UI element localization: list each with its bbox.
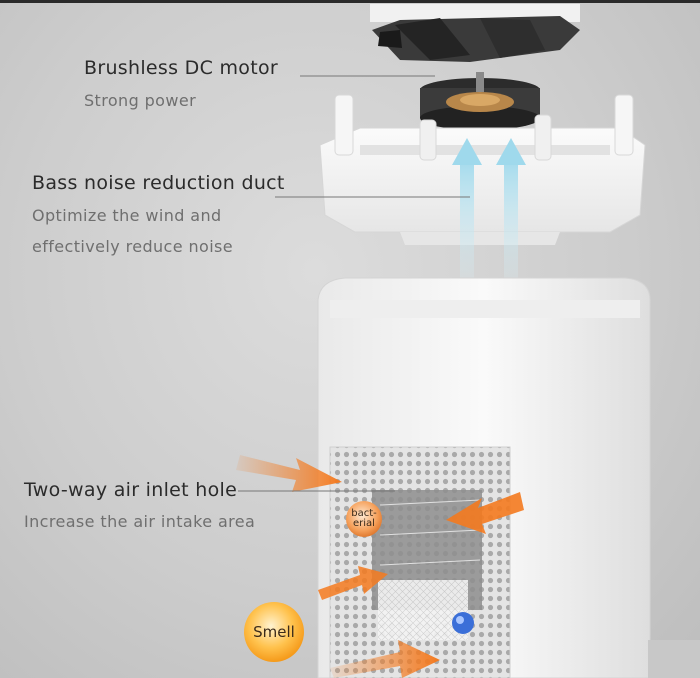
smell-bubble: Smell	[253, 623, 295, 641]
duct-subtitle-line2: effectively reduce noise	[32, 237, 234, 256]
duct-tray	[319, 94, 646, 245]
motor-subtitle: Strong power	[84, 91, 197, 110]
inlet-arrows	[236, 455, 524, 678]
inlet-panel	[329, 446, 511, 678]
duct-title: Bass noise reduction duct	[32, 172, 285, 194]
duct-subtitle-line1: Optimize the wind and	[32, 206, 222, 225]
smell-bubble-bg	[244, 602, 304, 662]
blue-particle-icon	[452, 612, 474, 634]
bacterial-bubble: bact- erial	[351, 508, 377, 529]
inlet-subtitle: Increase the air intake area	[24, 512, 256, 531]
motor-title: Brushless DC motor	[84, 57, 278, 79]
bacterial-bubble-bg	[346, 501, 382, 537]
inlet-title: Two-way air inlet hole	[24, 479, 238, 501]
motor	[420, 72, 540, 130]
fan-blades	[370, 4, 580, 62]
top-border	[0, 0, 700, 3]
